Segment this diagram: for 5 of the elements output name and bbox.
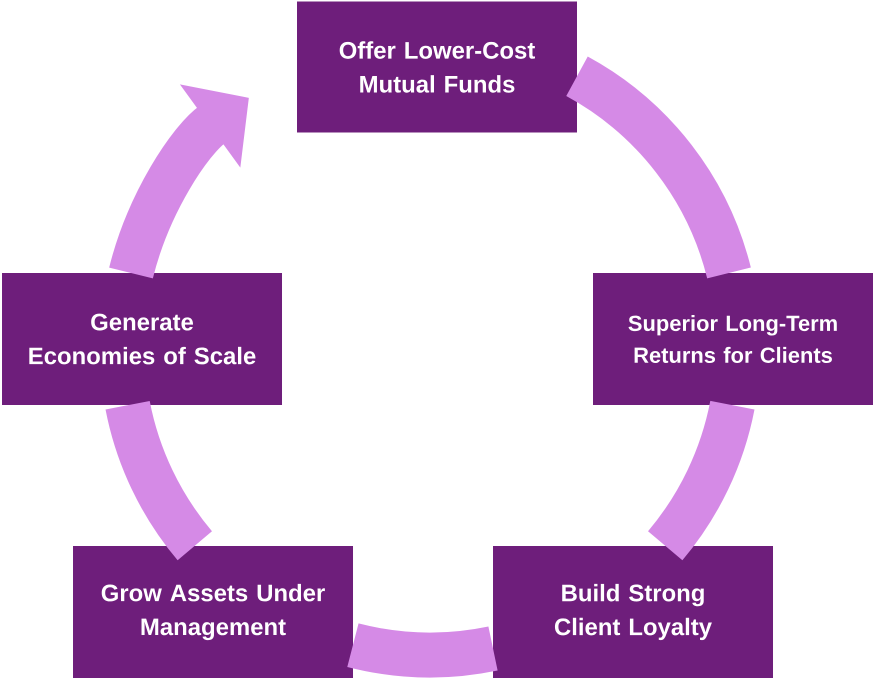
process-box: Offer Lower-Cost Mutual Funds <box>297 2 577 132</box>
process-box: Build Strong Client Loyalty <box>493 546 773 678</box>
process-box: Generate Economies of Scale <box>2 272 282 405</box>
process-box: Grow Assets Under Management <box>73 546 353 678</box>
process-box: Superior Long-Term Returns for Clients <box>593 272 873 405</box>
